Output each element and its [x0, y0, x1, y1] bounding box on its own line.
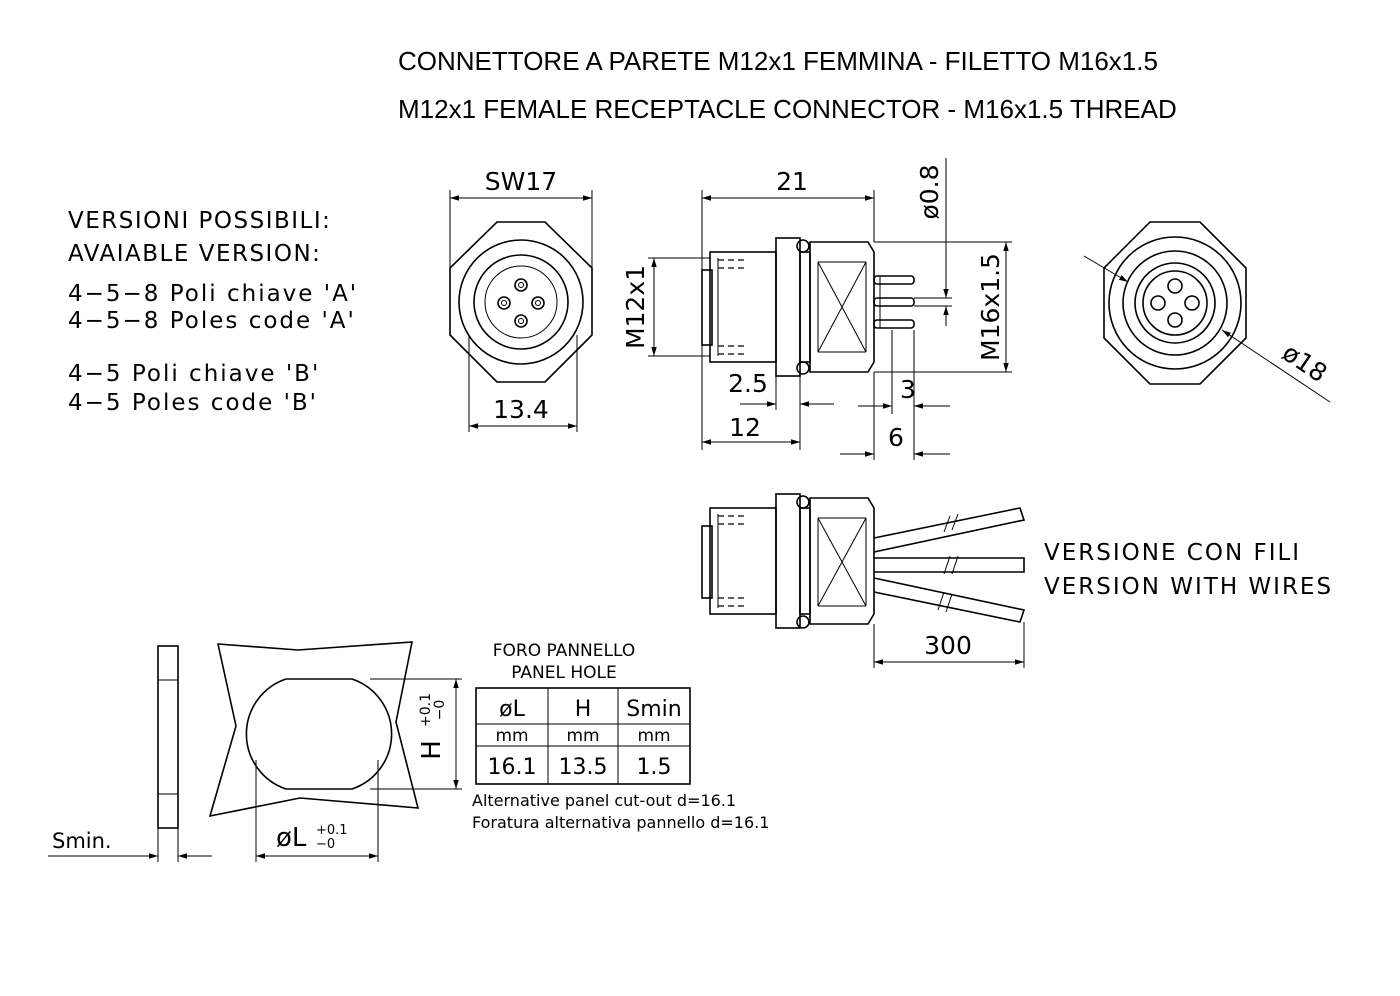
version-b-en: 4−5 Poles code 'B': [68, 390, 318, 416]
front-hex-nut: [449, 221, 593, 383]
side-front-lip: [701, 269, 713, 346]
table-title-en: PANEL HOLE: [511, 663, 617, 683]
version-a-it: 4−5−8 Poli chiave 'A': [68, 281, 358, 307]
rear-hex-nut: [1103, 221, 1247, 385]
dim-diameter-18: ø18: [1277, 338, 1332, 388]
front-body-circle: [473, 254, 569, 350]
table-value-l: 16.1: [488, 755, 537, 780]
dim-m12: M12x1: [621, 265, 650, 349]
versions-heading-it: VERSIONI POSSIBILI:: [68, 208, 331, 234]
side-flange: [775, 237, 801, 377]
table-header-smin: Smin: [626, 697, 681, 722]
table-value-h: 13.5: [559, 755, 608, 780]
dim-2-5: 2.5: [728, 369, 768, 398]
versions-heading-en: AVAIABLE VERSION:: [68, 241, 321, 267]
note-en: Alternative panel cut-out d=16.1: [472, 791, 736, 810]
dim-h: H: [417, 740, 447, 760]
dim-l-tol-minus: −0: [316, 837, 335, 852]
side-pins: [873, 275, 915, 329]
dim-h-tol-plus: +0.1: [418, 693, 434, 727]
title-english: M12x1 FEMALE RECEPTACLE CONNECTOR - M16x…: [398, 94, 1177, 124]
panel-plate: [208, 641, 420, 818]
title-italian: CONNETTORE A PARETE M12x1 FEMMINA - FILE…: [398, 46, 1158, 76]
side-view: 21 M12x1 M16x1.5 ø0.8 2.5 12 3: [621, 158, 1012, 460]
front-flange-circle: [458, 239, 584, 365]
wires-label-en: VERSION WITH WIRES: [1044, 574, 1333, 600]
table-title-it: FORO PANNELLO: [493, 641, 635, 661]
rear-pins: [1150, 278, 1200, 328]
rear-view: ø18: [1083, 221, 1332, 403]
panel-hole: [245, 678, 393, 790]
dim-pin-diameter: ø0.8: [915, 164, 944, 219]
front-insert-circle: [484, 265, 558, 339]
dim-smin: Smin.: [52, 829, 112, 853]
dim-3: 3: [900, 375, 916, 404]
panel-hole-table: FORO PANNELLO PANEL HOLE øL H Smin mm mm…: [472, 641, 769, 832]
front-pin-holes: [497, 278, 545, 328]
table-value-smin: 1.5: [637, 755, 672, 780]
dim-l-tol-plus: +0.1: [316, 823, 348, 838]
rear-flange-circle: [1108, 236, 1242, 370]
version-b-it: 4−5 Poli chiave 'B': [68, 361, 320, 387]
panel-section: [157, 645, 179, 829]
panel-detail: H +0.1 −0 øL +0.1 −0 Smin.: [48, 641, 462, 862]
side-hex-nut: [809, 241, 875, 373]
table-unit-l: mm: [495, 726, 528, 746]
wires-view: 300 VERSIONE CON FILI VERSION WITH WIRES: [701, 493, 1333, 668]
dim-m16: M16x1.5: [976, 253, 1005, 361]
dim-300: 300: [924, 631, 972, 660]
dim-12: 12: [729, 413, 761, 442]
table-unit-smin: mm: [637, 726, 670, 746]
wires-label-it: VERSIONE CON FILI: [1044, 540, 1301, 566]
table-header-l: øL: [499, 697, 525, 722]
dim-l: øL: [276, 823, 307, 853]
dim-13-4: 13.4: [493, 395, 549, 424]
note-it: Foratura alternativa pannello d=16.1: [472, 813, 769, 832]
version-a-en: 4−5−8 Poles code 'A': [68, 308, 356, 334]
dim-21: 21: [776, 167, 808, 196]
table-unit-h: mm: [566, 726, 599, 746]
dim-h-tol-minus: −0: [432, 700, 448, 721]
dim-6: 6: [888, 423, 904, 452]
versions-list: VERSIONI POSSIBILI: AVAIABLE VERSION: 4−…: [68, 208, 358, 416]
wires: [873, 507, 1026, 623]
front-view: SW17 13.4: [449, 167, 593, 432]
table-header-h: H: [575, 697, 592, 722]
dim-sw17: SW17: [485, 167, 557, 196]
